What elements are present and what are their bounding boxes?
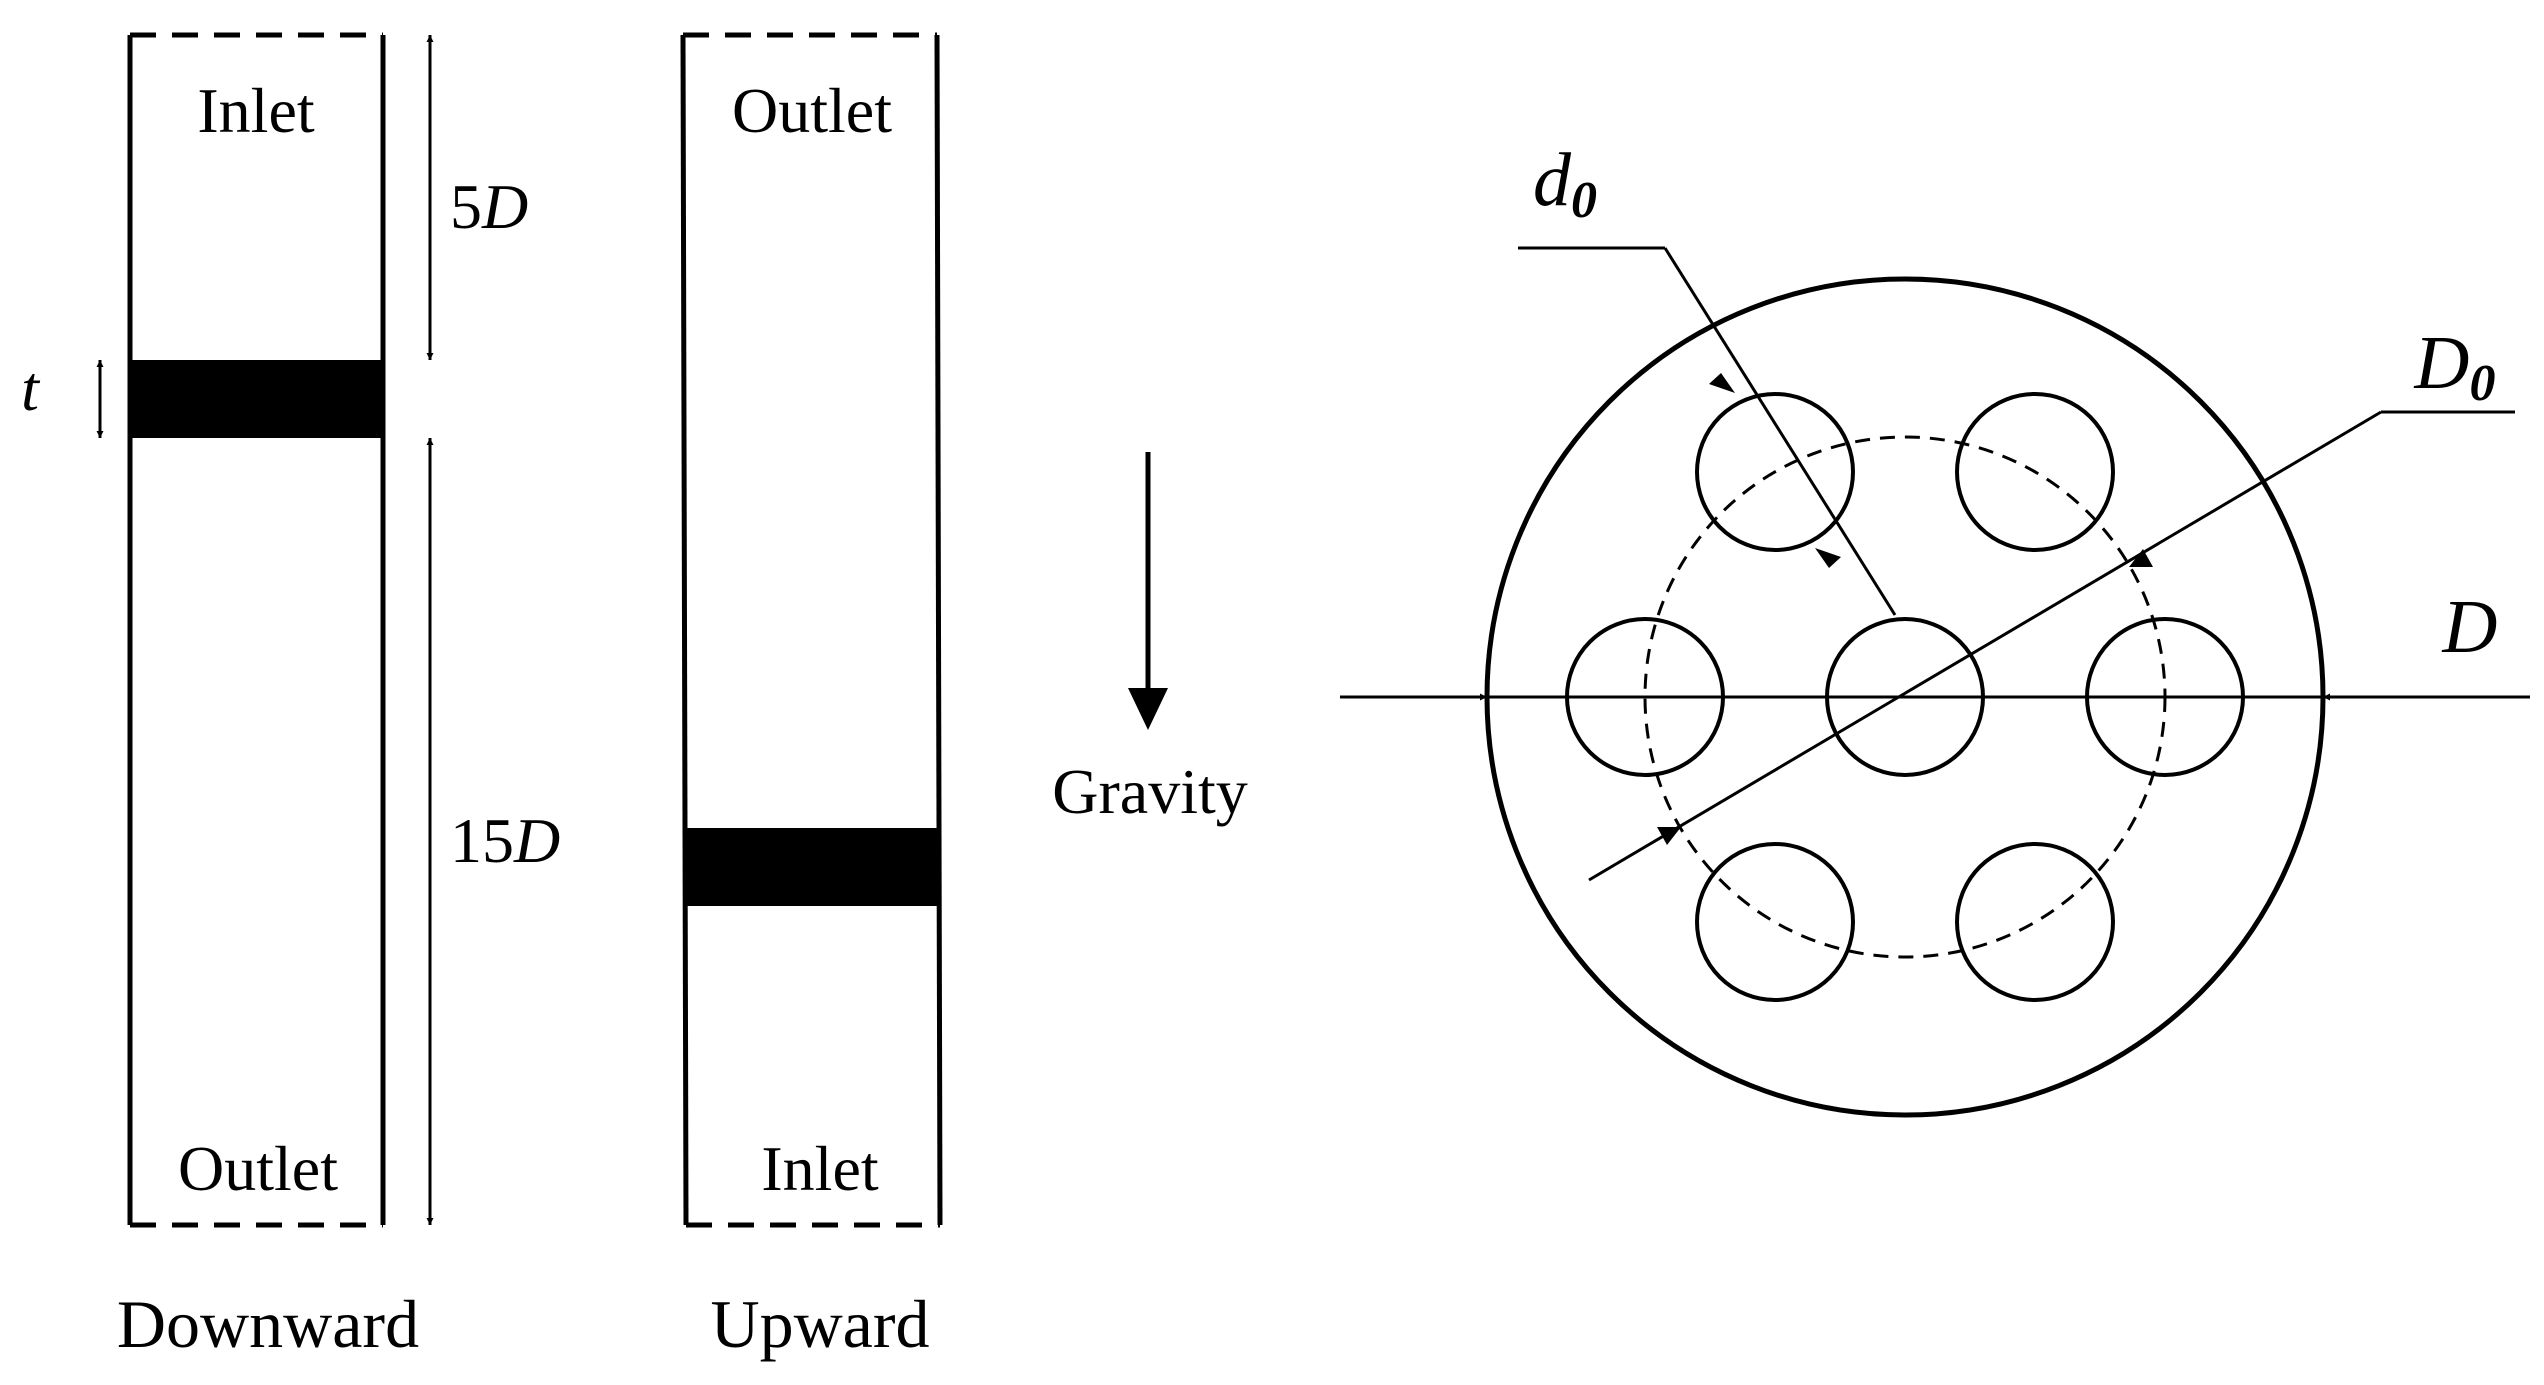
upward-outlet-label: Outlet xyxy=(732,75,892,146)
pipe-diameter-dimension: D xyxy=(1340,585,2530,701)
gravity-label: Gravity xyxy=(1052,756,1248,827)
plate-thickness-dimension: t xyxy=(21,353,104,438)
hole-diameter-dimension: d0 xyxy=(1518,138,1897,616)
downward-perforated-plate xyxy=(130,360,383,438)
downward-outlet-label: Outlet xyxy=(178,1133,338,1204)
upstream-length-label: 5D xyxy=(450,171,528,242)
downstream-length-label: 15D xyxy=(450,805,560,876)
pitch-diameter-arrow-lower xyxy=(1657,827,1681,845)
hole-diameter-arrow-upper xyxy=(1709,373,1735,393)
hole-lower-right xyxy=(1955,842,2115,1002)
pitch-diameter-subscript: 0 xyxy=(2469,355,2495,412)
downstream-length-number: 15 xyxy=(450,805,514,876)
thickness-label: t xyxy=(21,353,41,424)
downward-pipe: Inlet Outlet Downward xyxy=(117,32,419,1362)
upstream-length-number: 5 xyxy=(450,171,482,242)
upward-pipe-right-wall xyxy=(934,34,943,1226)
hole-diameter-line xyxy=(1663,247,1897,616)
upstream-length-symbol: D xyxy=(481,171,528,242)
upward-caption: Upward xyxy=(710,1286,929,1362)
hole-diameter-label: d0 xyxy=(1533,138,1597,229)
pitch-diameter-dimension: D0 xyxy=(1588,321,2515,882)
downward-inlet-label: Inlet xyxy=(197,75,315,146)
downstream-length-symbol: D xyxy=(513,805,560,876)
hole-upper-left xyxy=(1695,392,1855,552)
hole-diameter-arrow-lower xyxy=(1815,548,1841,568)
hole-diameter-subscript: 0 xyxy=(1571,172,1597,229)
upward-inlet-label: Inlet xyxy=(761,1133,879,1204)
hole-lower-left xyxy=(1695,842,1855,1002)
pitch-diameter-symbol: D xyxy=(2414,321,2470,405)
plate-cross-section: D D0 d0 xyxy=(1340,138,2530,1118)
pitch-diameter-line xyxy=(1588,410,2382,882)
diameter-label: D xyxy=(2442,585,2498,669)
pitch-diameter-arrow-upper xyxy=(2129,549,2153,567)
upward-pipe: Outlet Inlet Upward xyxy=(680,32,943,1362)
upward-perforated-plate xyxy=(685,828,939,906)
gravity-indicator: Gravity xyxy=(1052,452,1248,827)
downstream-length-dimension: 15D xyxy=(426,438,560,1225)
upstream-length-dimension: 5D xyxy=(426,35,528,360)
hole-upper-right xyxy=(1955,392,2115,552)
downward-caption: Downward xyxy=(117,1286,419,1362)
pitch-diameter-label: D0 xyxy=(2414,321,2496,412)
upward-pipe-left-wall xyxy=(680,34,689,1226)
gravity-arrow-head xyxy=(1128,688,1168,730)
hole-diameter-symbol: d xyxy=(1533,138,1572,222)
